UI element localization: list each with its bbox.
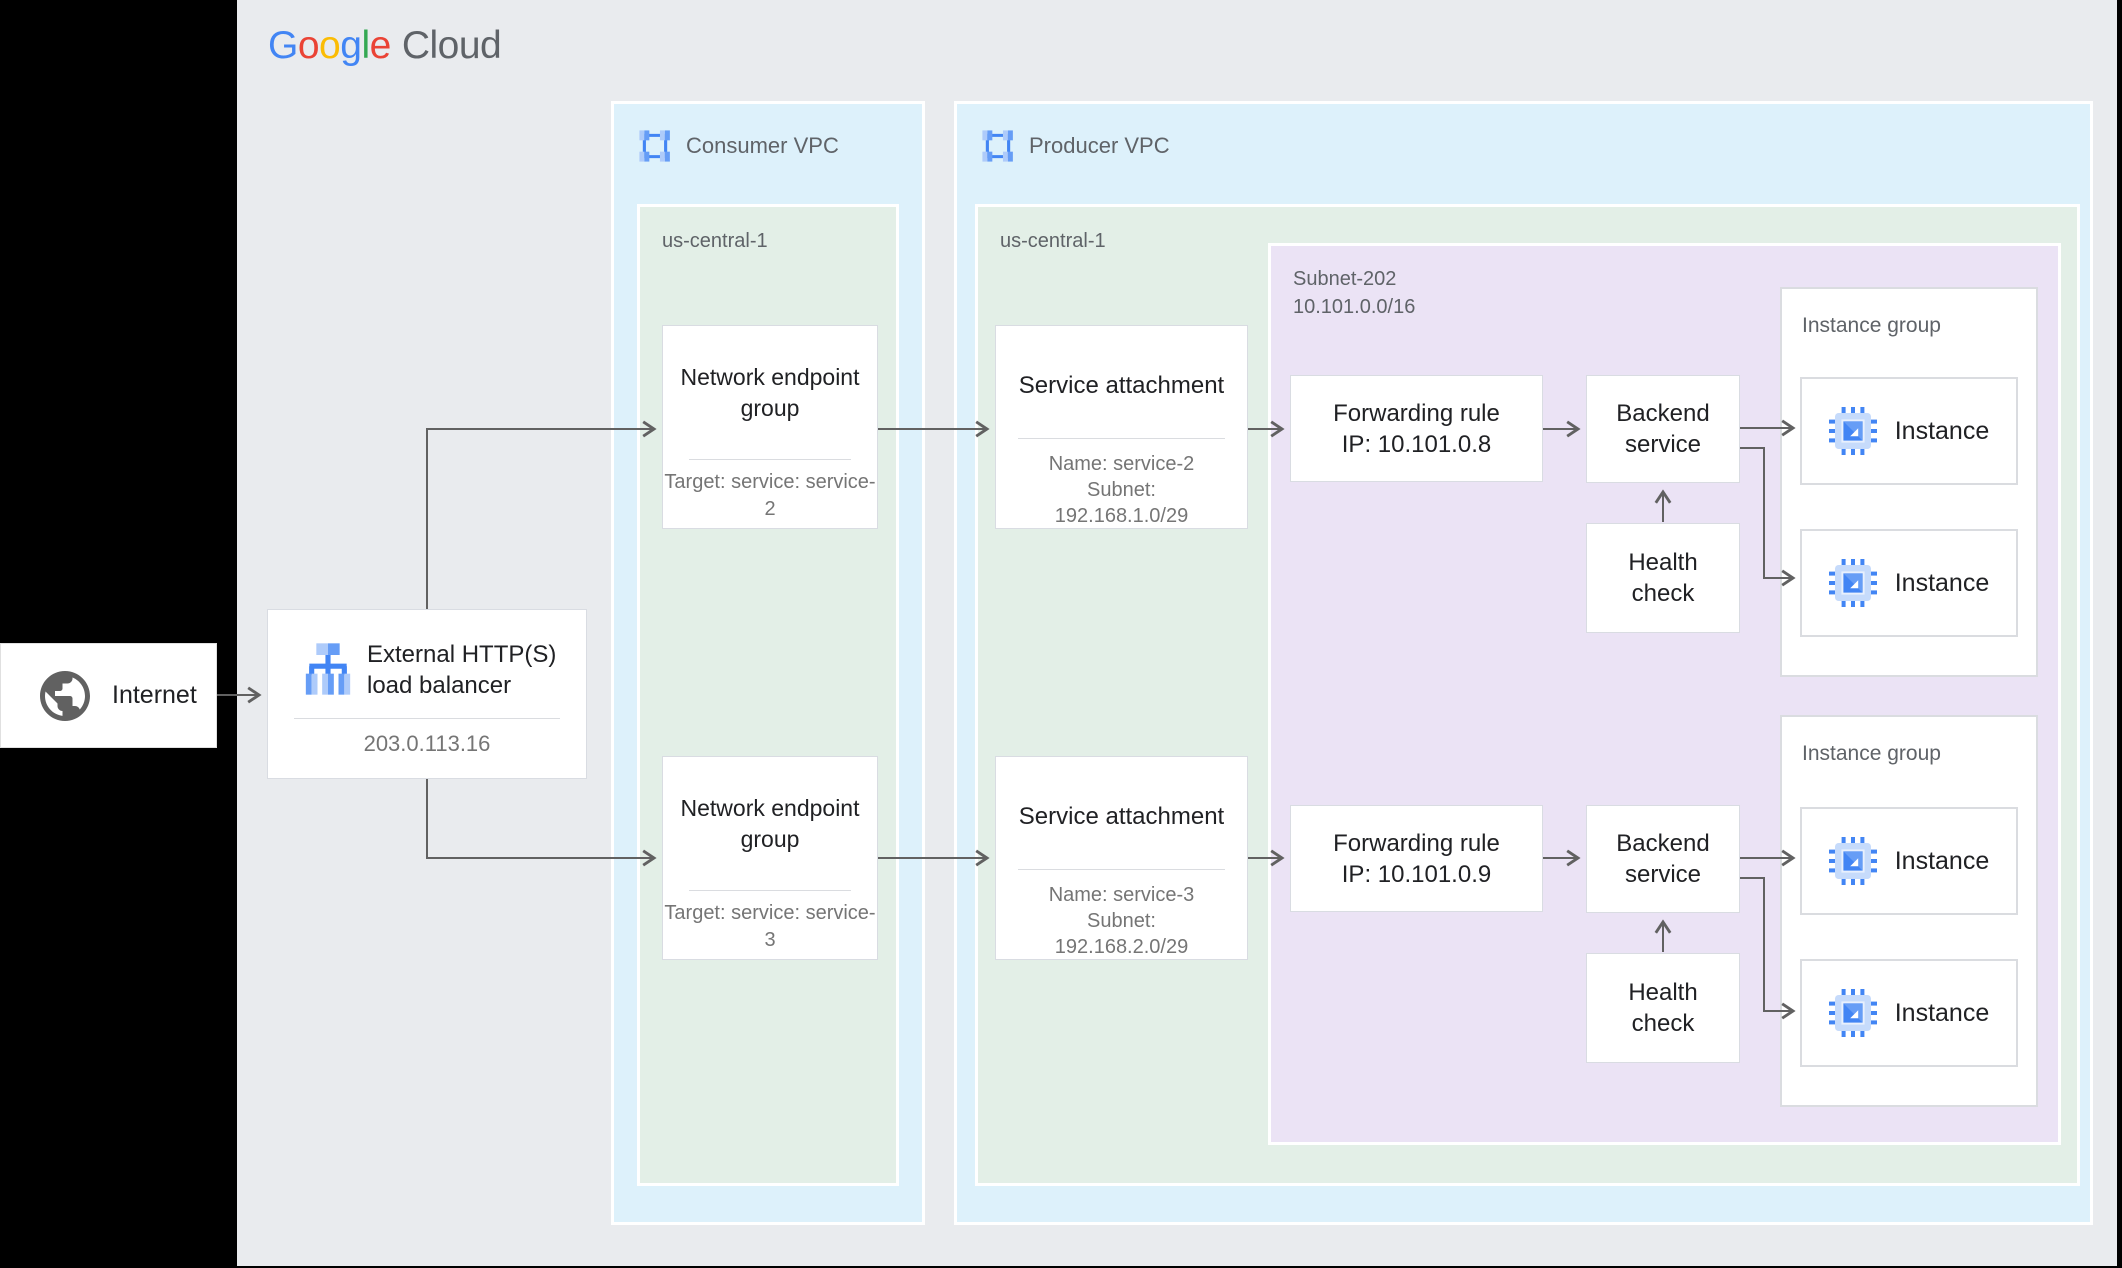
forwarding-rule-card: Forwarding rule IP: 10.101.0.9 — [1290, 805, 1543, 912]
backend-service-label: Backend service — [1616, 400, 1710, 458]
logo-letter: e — [369, 24, 392, 67]
load-balancer-card: External HTTP(S) load balancer 203.0.113… — [267, 609, 587, 779]
instance-label: Instance — [1894, 416, 1990, 445]
forwarding-rule-title: Forwarding rule — [1333, 399, 1500, 427]
detail-line: Name: service-2 — [1048, 453, 1195, 475]
divider — [689, 890, 851, 891]
compute-instance-icon — [1829, 989, 1877, 1037]
instance-group-label: Instance group — [1802, 314, 1941, 337]
instance-label: Instance — [1894, 846, 1990, 875]
forwarding-rule-ip: IP: 10.101.0.9 — [1341, 860, 1492, 888]
logo-letter: g — [340, 24, 362, 67]
subnet-name: Subnet-202 — [1293, 268, 1397, 290]
service-attachment-detail: Name: service-3 Subnet: 192.168.2.0/29 — [996, 882, 1247, 960]
neg-detail: Target: service: service-3 — [664, 902, 876, 951]
logo-letter: o — [319, 24, 341, 67]
consumer-vpc-label: Consumer VPC — [686, 133, 839, 158]
detail-line: Name: service-3 — [1048, 884, 1195, 906]
divider — [689, 459, 851, 460]
neg-detail: Target: service: service-2 — [664, 471, 876, 520]
instance-label: Instance — [1894, 998, 1990, 1027]
load-balancer-ip: 203.0.113.16 — [363, 731, 491, 756]
health-check-card: Health check — [1586, 523, 1740, 633]
internet-node: Internet — [0, 643, 217, 748]
load-balancer-icon — [300, 641, 356, 697]
consumer-region-label: us-central-1 — [662, 230, 768, 252]
consumer-vpc-header: Consumer VPC — [638, 129, 839, 163]
backend-service-card: Backend service — [1586, 805, 1740, 913]
logo-cloud-word: Cloud — [401, 24, 502, 67]
load-balancer-title: External HTTP(S) load balancer — [367, 641, 557, 699]
network-endpoint-group-card: Network endpoint group Target: service: … — [662, 756, 878, 960]
instance-group-box: Instance group Instance Instance — [1780, 715, 2038, 1107]
vpc-icon — [981, 129, 1015, 163]
forwarding-rule-ip: IP: 10.101.0.8 — [1341, 430, 1492, 458]
divider — [1018, 869, 1225, 870]
forwarding-rule-card: Forwarding rule IP: 10.101.0.8 — [1290, 375, 1543, 482]
compute-instance-icon — [1829, 837, 1877, 885]
forwarding-rule-title: Forwarding rule — [1333, 829, 1500, 857]
instance-card: Instance — [1800, 529, 2018, 637]
instance-group-label: Instance group — [1802, 742, 1941, 765]
service-attachment-card: Service attachment Name: service-3 Subne… — [995, 756, 1248, 960]
detail-line: Subnet: — [1087, 910, 1156, 932]
detail-line: 192.168.2.0/29 — [1054, 936, 1189, 958]
service-attachment-title: Service attachment — [1018, 372, 1225, 399]
health-check-card: Health check — [1586, 953, 1740, 1063]
logo-letter: o — [297, 24, 320, 67]
subnet-cidr: 10.101.0.0/16 — [1293, 296, 1416, 318]
health-check-label: Health check — [1628, 979, 1698, 1037]
internet-label: Internet — [112, 681, 197, 709]
compute-instance-icon — [1829, 407, 1877, 455]
globe-icon — [35, 666, 95, 726]
logo-letter: G — [268, 24, 298, 67]
health-check-label: Health check — [1628, 549, 1698, 607]
network-endpoint-group-card: Network endpoint group Target: service: … — [662, 325, 878, 529]
vpc-icon — [638, 129, 672, 163]
divider — [294, 718, 560, 719]
instance-card: Instance — [1800, 377, 2018, 485]
detail-line: Subnet: — [1087, 479, 1156, 501]
instance-card: Instance — [1800, 807, 2018, 915]
service-attachment-card: Service attachment Name: service-2 Subne… — [995, 325, 1248, 529]
subnet-label: Subnet-202 10.101.0.0/16 — [1293, 265, 1415, 321]
service-attachment-title: Service attachment — [1018, 803, 1225, 830]
instance-card: Instance — [1800, 959, 2018, 1067]
producer-vpc-label: Producer VPC — [1029, 133, 1170, 158]
detail-line: 192.168.1.0/29 — [1054, 505, 1189, 527]
producer-region-label: us-central-1 — [1000, 230, 1106, 252]
neg-title: Network endpoint group — [680, 795, 860, 852]
instance-label: Instance — [1894, 568, 1990, 597]
instance-group-box: Instance group Instance Instance — [1780, 287, 2038, 677]
service-attachment-detail: Name: service-2 Subnet: 192.168.1.0/29 — [996, 451, 1247, 529]
backend-service-label: Backend service — [1616, 830, 1710, 888]
logo-letter: l — [361, 24, 370, 67]
producer-vpc-header: Producer VPC — [981, 129, 1170, 163]
divider — [1018, 438, 1225, 439]
neg-title: Network endpoint group — [680, 364, 860, 421]
backend-service-card: Backend service — [1586, 375, 1740, 483]
compute-instance-icon — [1829, 559, 1877, 607]
